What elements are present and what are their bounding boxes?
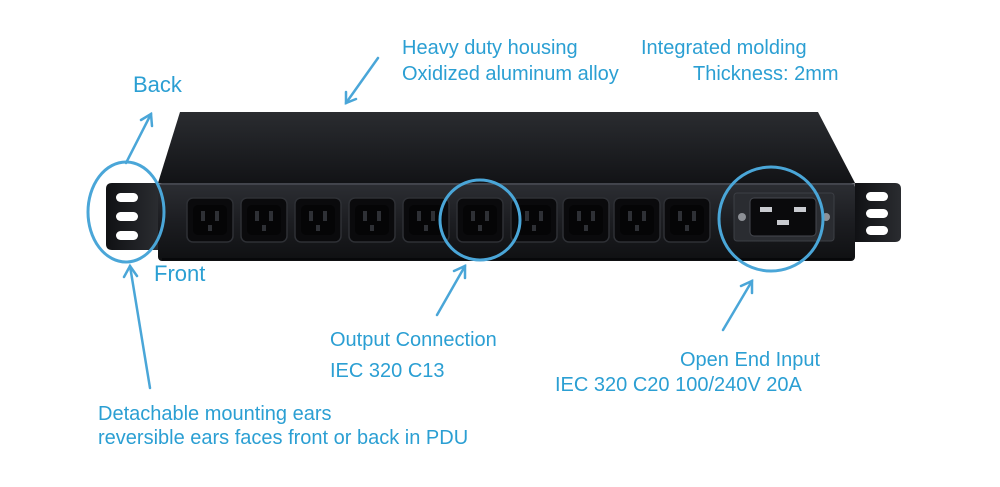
input-arrow: [721, 279, 754, 332]
thickness-label: Thickness: 2mm: [693, 63, 839, 85]
input-spec: IEC 320 C20 100/240V 20A: [555, 374, 802, 396]
input-title: Open End Input: [680, 349, 821, 371]
left-mounting-ear: [106, 183, 158, 250]
c13-outlet: [348, 197, 396, 243]
ears-arrow: [122, 263, 152, 390]
c13-outlet: [294, 197, 342, 243]
output-highlight: [438, 178, 522, 262]
molding-label: Integrated molding: [641, 37, 807, 59]
c13-outlet: [562, 197, 610, 243]
output-spec: IEC 320 C13: [330, 360, 445, 382]
c13-outlet: [663, 197, 711, 243]
front-label: Front: [154, 261, 206, 286]
ears-description: reversible ears faces front or back in P…: [98, 427, 469, 449]
c13-outlet: [456, 197, 504, 243]
input-highlight: [717, 165, 825, 273]
right-mounting-ear: [855, 183, 901, 242]
back-arrow: [124, 111, 154, 165]
c20-input: [733, 192, 835, 242]
material-label: Oxidized aluminum alloy: [402, 63, 619, 85]
c13-outlet: [613, 197, 661, 243]
back-label: Back: [133, 72, 182, 97]
c13-outlet: [240, 197, 288, 243]
housing-top: [158, 112, 855, 183]
ears-title: Detachable mounting ears: [98, 403, 332, 425]
output-arrow: [435, 264, 467, 317]
housing-label: Heavy duty housing: [402, 37, 578, 59]
c13-outlet: [402, 197, 450, 243]
c13-outlet: [186, 197, 234, 243]
output-title: Output Connection: [330, 329, 497, 351]
output-outlets: [186, 197, 711, 243]
housing-arrow: [344, 56, 380, 105]
c13-outlet: [510, 197, 558, 243]
